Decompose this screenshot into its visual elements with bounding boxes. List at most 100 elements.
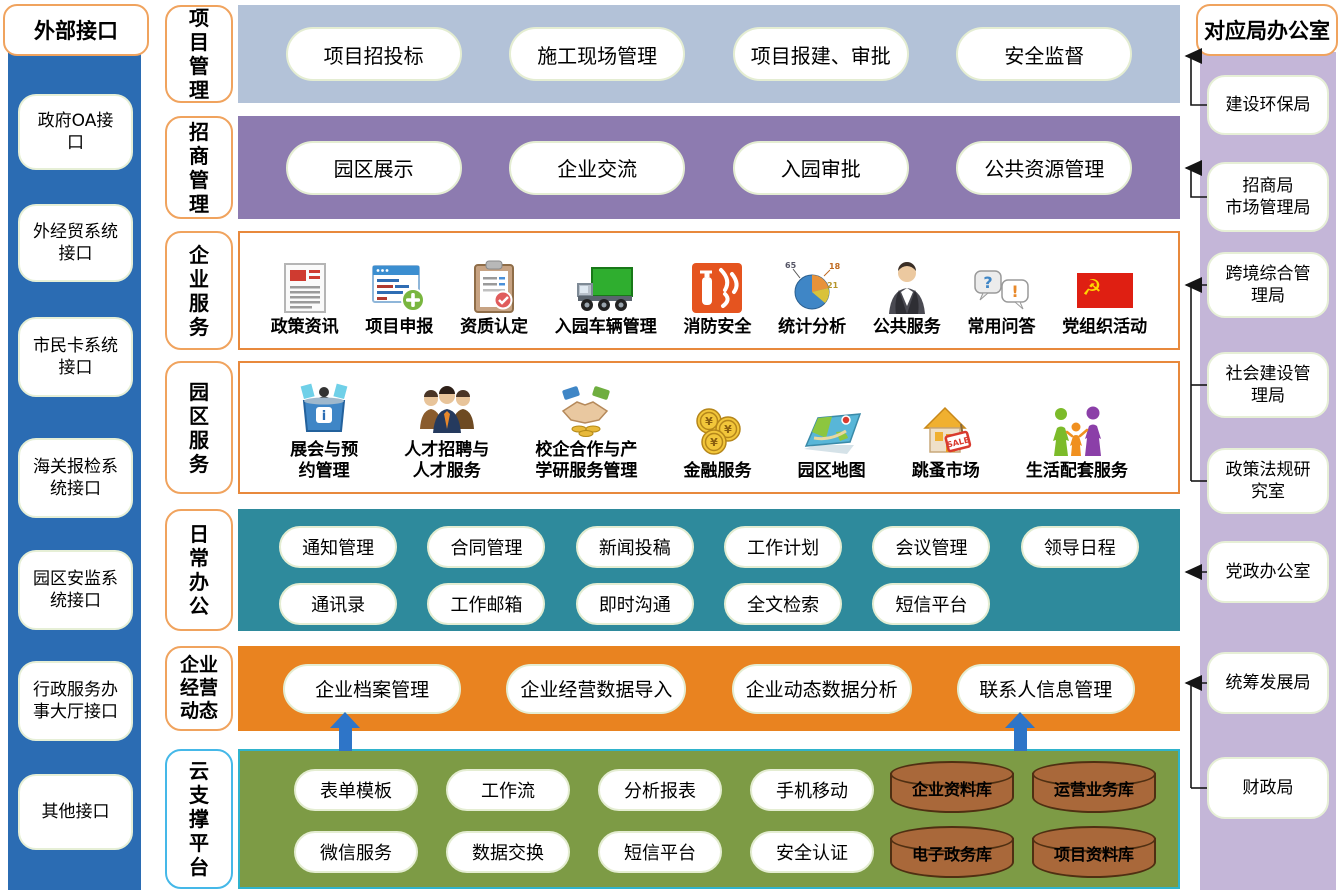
icon-item-finance: ¥ ¥ ¥ 金融服务 xyxy=(684,406,752,482)
icon-label: 园区地图 xyxy=(797,460,866,481)
row-label-enterprise-dynamics: 企业 经营 动态 xyxy=(165,646,233,731)
pill-enterprise-archive: 企业档案管理 xyxy=(283,663,462,714)
left-item-admin-hall: 行政服务办事大厅接口 xyxy=(18,661,133,741)
hammer-sickle-glyph: ☭ xyxy=(1082,276,1102,301)
party-flag-icon: ☭ xyxy=(1076,272,1133,308)
people-group-icon xyxy=(419,385,474,433)
pill-fulltext-search: 全文检索 xyxy=(724,583,843,625)
row-enterprise-service: 企 业 服 务 政策资讯 xyxy=(165,231,1180,350)
row-project-management: 项 目 管 理 项目招投标 施工现场管理 项目报建、审批 安全监督 xyxy=(165,5,1180,103)
pie-value: 65 xyxy=(785,261,797,270)
pill-workflow: 工作流 xyxy=(446,769,570,811)
yen-glyph: ¥ xyxy=(705,415,713,428)
left-item-customs: 海关报检系统接口 xyxy=(18,438,133,518)
icon-item-fire-safety: 消防安全 xyxy=(683,262,751,338)
icon-item-faq: ? ! 常用问答 xyxy=(968,268,1036,338)
right-item-crossborder: 跨境综合管理局 xyxy=(1207,252,1329,318)
row-enterprise-dynamics: 企业 经营 动态 企业档案管理 企业经营数据导入 企业动态数据分析 联系人信息管… xyxy=(165,646,1180,731)
left-panel-title: 外部接口 xyxy=(3,4,149,56)
database-operations: 运营业务库 xyxy=(1032,761,1156,813)
icon-item-statistics: 65 18 21 统计分析 xyxy=(778,260,846,338)
policy-news-icon xyxy=(283,262,326,313)
question-glyph: ? xyxy=(983,273,992,292)
pill-leader-schedule: 领导日程 xyxy=(1020,526,1139,568)
icon-label: 消防安全 xyxy=(683,316,752,337)
icon-item-policy-news: 政策资讯 xyxy=(271,262,339,338)
database-enterprise: 企业资料库 xyxy=(890,761,1014,813)
icon-item-cooperation: 校企合作与产 学研服务管理 xyxy=(535,385,637,483)
icon-label: 公共服务 xyxy=(872,316,941,337)
up-arrow-icon xyxy=(330,712,360,751)
qualification-icon xyxy=(474,260,515,313)
pill-contact-info: 联系人信息管理 xyxy=(956,663,1135,714)
pill-instant-chat: 即时沟通 xyxy=(575,583,694,625)
pill-form-template: 表单模板 xyxy=(294,769,418,811)
yen-glyph: ¥ xyxy=(724,423,732,436)
database-egov: 电子政务库 xyxy=(890,826,1014,878)
left-item-other: 其他接口 xyxy=(18,774,133,850)
pill-bidding: 项目招投标 xyxy=(285,27,462,81)
icon-item-project-apply: 项目申报 xyxy=(365,262,433,338)
right-panel-title: 对应局办公室 xyxy=(1196,4,1338,56)
pill-data-import: 企业经营数据导入 xyxy=(506,663,687,714)
icon-label: 人才招聘与 人才服务 xyxy=(404,439,490,481)
coins-icon: ¥ ¥ ¥ xyxy=(695,408,741,455)
icon-label: 生活配套服务 xyxy=(1025,460,1128,481)
truck-icon xyxy=(576,266,633,311)
fire-extinguisher-icon xyxy=(692,262,743,313)
icon-label: 展会与预 约管理 xyxy=(290,439,359,481)
row-content-project: 项目招投标 施工现场管理 项目报建、审批 安全监督 xyxy=(238,5,1180,103)
icon-label: 政策资讯 xyxy=(270,316,339,337)
pill-site-management: 施工现场管理 xyxy=(509,27,686,81)
house-sale-icon: SALE xyxy=(922,406,971,453)
pill-sms-platform: 短信平台 xyxy=(872,583,991,625)
concierge-person-icon xyxy=(888,261,925,314)
question-answer-bubbles-icon: ? ! xyxy=(973,270,1029,310)
pill-approval: 项目报建、审批 xyxy=(732,27,909,81)
right-item-party-office: 党政办公室 xyxy=(1207,541,1329,603)
row-label-park-service: 园 区 服 务 xyxy=(165,361,233,494)
pill-public-resource: 公共资源管理 xyxy=(956,140,1133,195)
info-desk-icon: i xyxy=(300,383,348,432)
right-item-investment-market: 招商局 市场管理局 xyxy=(1207,162,1329,232)
pill-safety-supervision: 安全监督 xyxy=(956,27,1133,81)
pill-wechat-service: 微信服务 xyxy=(294,831,418,873)
icon-item-talent: 人才招聘与 人才服务 xyxy=(404,383,489,483)
icon-label: 入园车辆管理 xyxy=(554,316,657,337)
database-label: 企业资料库 xyxy=(911,780,992,799)
pill-analysis-report: 分析报表 xyxy=(598,769,722,811)
row-investment-management: 招 商 管 理 园区展示 企业交流 入园审批 公共资源管理 xyxy=(165,116,1180,219)
row-content-cloud-platform: 表单模板 工作流 分析报表 手机移动 微信服务 数据交换 短信平台 安全认证 企… xyxy=(238,749,1180,889)
map-icon xyxy=(803,412,861,454)
handshake-icon xyxy=(562,385,611,437)
icon-label: 项目申报 xyxy=(365,316,434,337)
left-item-gov-oa: 政府OA接口 xyxy=(18,94,133,170)
icon-label: 党组织活动 xyxy=(1062,316,1148,337)
info-glyph: i xyxy=(322,409,326,424)
row-content-daily-office: 通知管理 合同管理 新闻投稿 工作计划 会议管理 领导日程 通讯录 工作邮箱 即… xyxy=(238,509,1180,631)
icon-label: 统计分析 xyxy=(778,316,847,337)
left-item-foreign-trade: 外经贸系统接口 xyxy=(18,204,133,282)
icon-label: 常用问答 xyxy=(967,316,1036,337)
row-label-project: 项 目 管 理 xyxy=(165,5,233,103)
database-label: 电子政务库 xyxy=(911,845,992,864)
row-content-investment: 园区展示 企业交流 入园审批 公共资源管理 xyxy=(238,116,1180,219)
database-label: 运营业务库 xyxy=(1053,780,1134,799)
pill-meeting: 会议管理 xyxy=(872,526,991,568)
row-label-enterprise-service: 企 业 服 务 xyxy=(165,231,233,350)
pill-work-plan: 工作计划 xyxy=(724,526,843,568)
right-item-social-construction: 社会建设管理局 xyxy=(1207,352,1329,418)
pill-mobile: 手机移动 xyxy=(750,769,874,811)
icon-item-vehicle: 入园车辆管理 xyxy=(555,264,657,338)
icon-item-living: 生活配套服务 xyxy=(1026,404,1128,482)
icon-label: 校企合作与产 学研服务管理 xyxy=(535,439,638,481)
yen-glyph: ¥ xyxy=(710,436,718,449)
pill-enterprise-exchange: 企业交流 xyxy=(509,140,686,195)
left-item-safety-supervision: 园区安监系统接口 xyxy=(18,550,133,630)
pill-notice: 通知管理 xyxy=(279,526,398,568)
pill-park-display: 园区展示 xyxy=(285,140,462,195)
pill-entry-approval: 入园审批 xyxy=(732,140,909,195)
icon-item-party: ☭ 党组织活动 xyxy=(1062,268,1147,338)
database-label: 项目资料库 xyxy=(1053,845,1134,864)
exclamation-glyph: ! xyxy=(1011,282,1018,301)
